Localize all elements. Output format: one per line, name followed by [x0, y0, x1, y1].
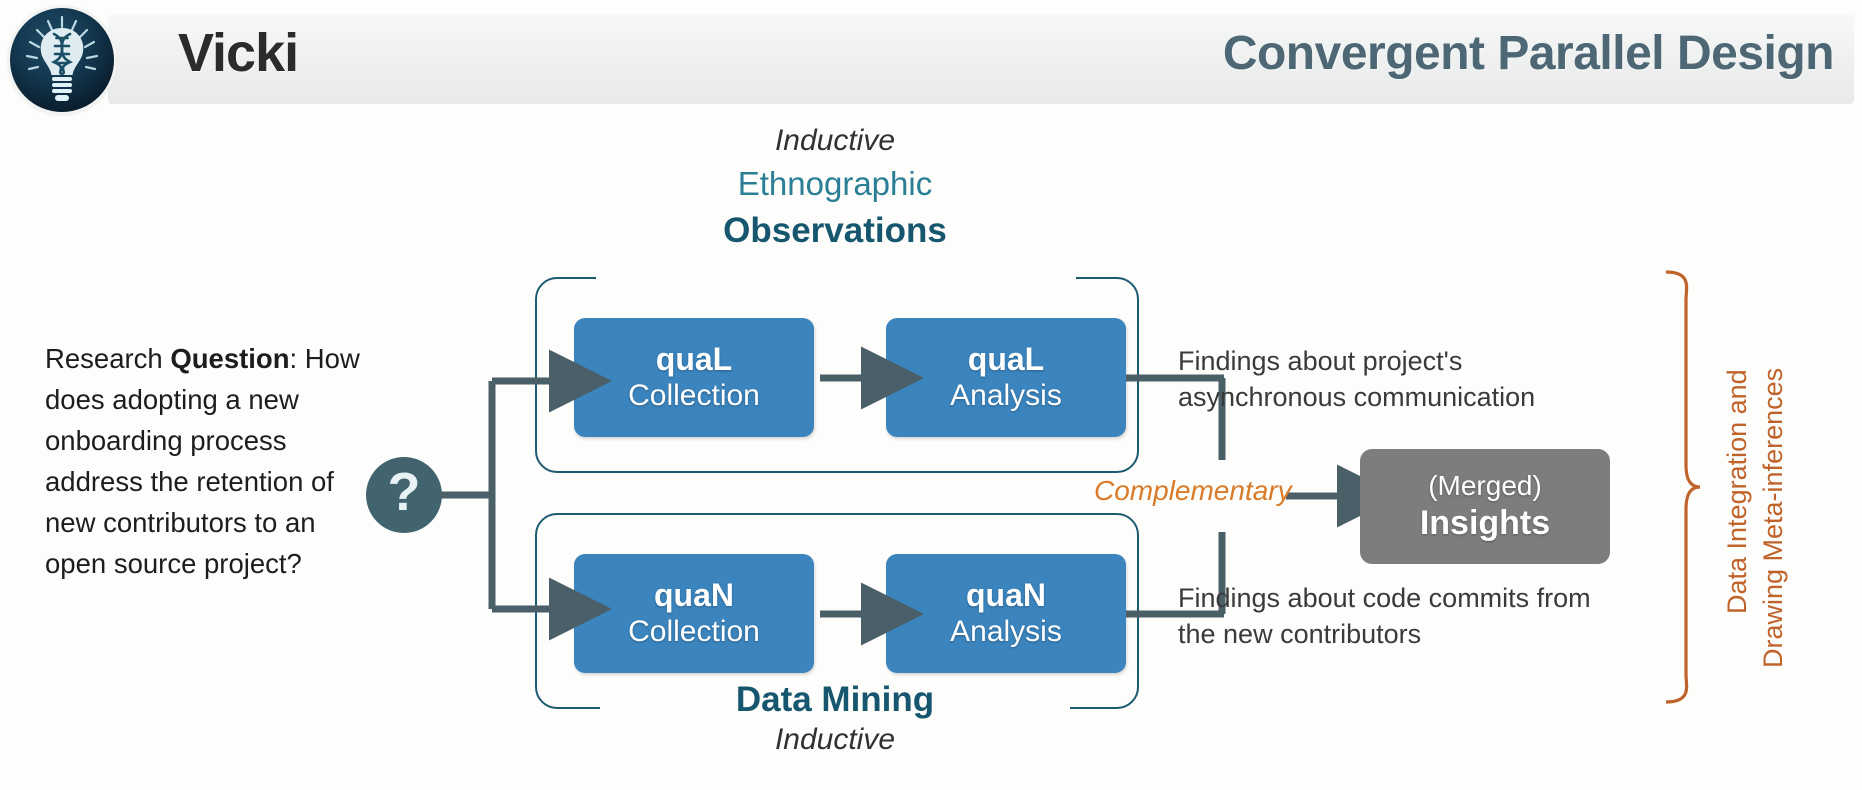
process-box-qual-analysis[interactable]: quaL Analysis	[886, 318, 1126, 437]
process-box-title: quaN	[654, 577, 734, 614]
label-inductive-top: Inductive	[774, 124, 896, 157]
question-mark-circle-icon: ?	[366, 457, 442, 533]
process-box-title: quaL	[967, 341, 1045, 378]
relation-label-complementary: Complementary	[1094, 475, 1292, 506]
lightbulb-dna-icon	[10, 8, 114, 112]
process-box-qual-collection[interactable]: quaL Collection	[574, 318, 814, 437]
process-box-subtitle: Analysis	[950, 614, 1062, 648]
header-bar	[108, 14, 1854, 104]
process-box-title: quaN	[966, 577, 1046, 614]
integration-label: Data Integration and Drawing Meta-infere…	[1700, 278, 1862, 668]
merged-insights-line1: (Merged)	[1428, 470, 1542, 502]
label-method-ethnographic: Ethnographic	[737, 165, 933, 202]
research-question-body: : How does adopting a new onboarding pro…	[45, 343, 360, 579]
border-gap-top-qual	[596, 271, 1076, 285]
process-box-quan-collection[interactable]: quaN Collection	[574, 554, 814, 673]
label-inductive-bottom: Inductive	[774, 723, 896, 756]
findings-qualitative: Findings about project's asynchronous co…	[1178, 346, 1536, 412]
integration-label-line2: Drawing Meta-inferences	[1758, 367, 1788, 668]
page-title: Convergent Parallel Design	[1222, 27, 1835, 80]
process-box-quan-analysis[interactable]: quaN Analysis	[886, 554, 1126, 673]
merged-insights-line2: Insights	[1419, 503, 1551, 542]
research-question-lead-bold: Question	[170, 343, 290, 374]
research-question: Research Question: How does adopting a n…	[45, 338, 375, 584]
process-box-subtitle: Collection	[628, 378, 760, 412]
integration-label-line1: Data Integration and	[1722, 369, 1752, 614]
research-question-lead: Research	[45, 343, 171, 374]
merged-insights-box[interactable]: (Merged) Insights	[1360, 449, 1610, 564]
process-box-title: quaL	[655, 341, 733, 378]
label-strand-observations: Observations	[723, 211, 947, 250]
findings-quantitative: Findings about code commits from the new…	[1178, 583, 1591, 649]
process-box-subtitle: Analysis	[950, 378, 1062, 412]
right-curly-bracket-icon	[1665, 270, 1701, 704]
brand-title: Vicki	[178, 23, 299, 83]
process-box-subtitle: Collection	[628, 614, 760, 648]
border-gap-bottom-quan	[600, 698, 1070, 712]
label-strand-data-mining: Data Mining	[735, 680, 935, 719]
question-mark-glyph: ?	[387, 462, 421, 522]
